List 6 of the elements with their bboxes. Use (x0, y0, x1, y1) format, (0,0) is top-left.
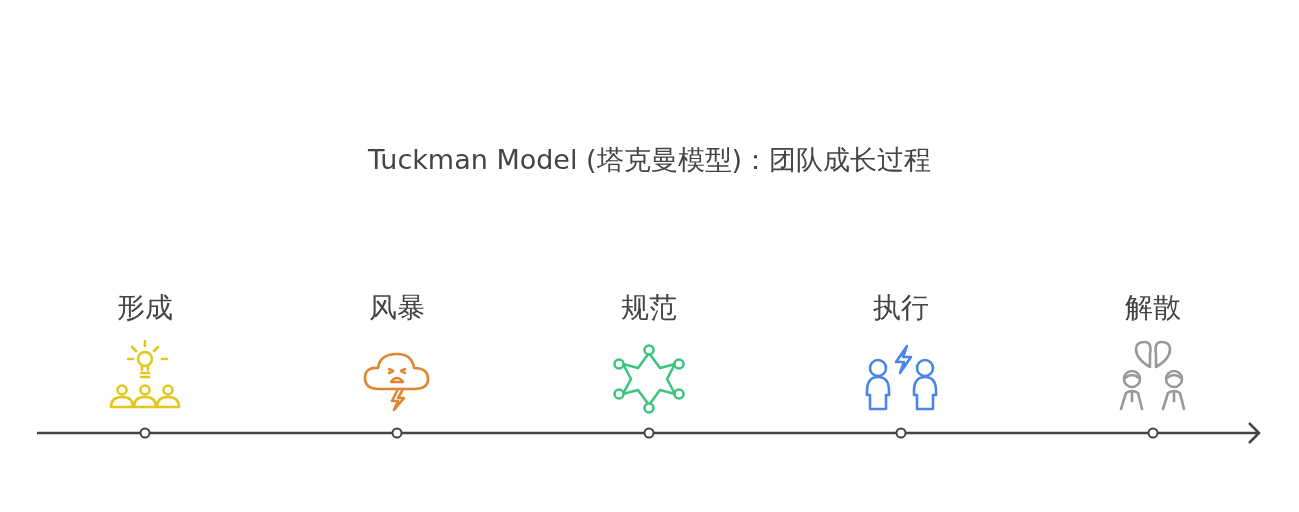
stage-label: 解散 (1125, 290, 1181, 326)
stage-label: 执行 (873, 290, 929, 326)
stage-label: 规范 (621, 290, 677, 326)
stage-label: 风暴 (369, 290, 425, 326)
title: Tuckman Model (塔克曼模型)：团队成长过程 (367, 143, 932, 177)
stage-label: 形成 (117, 290, 173, 326)
